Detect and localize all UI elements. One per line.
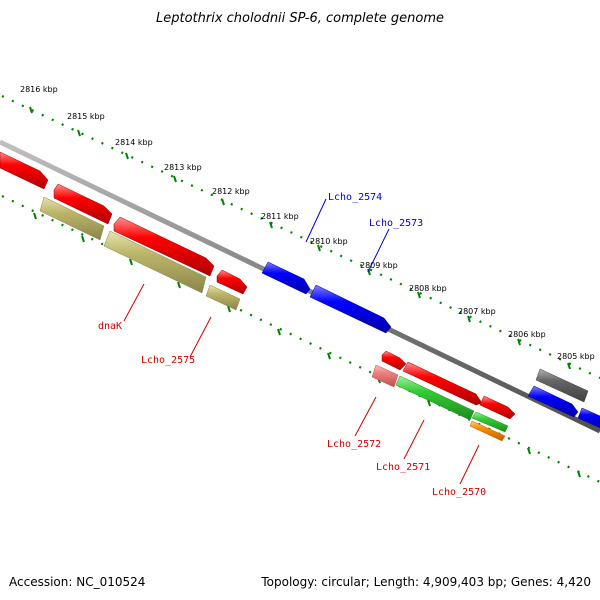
label-leaders xyxy=(123,198,480,485)
tick-label: 2806 kbp xyxy=(508,330,546,339)
gene-block[interactable] xyxy=(535,368,589,403)
genome-summary-text: Topology: circular; Length: 4,909,403 bp… xyxy=(260,575,591,589)
gene-label-lcho-2574[interactable]: Lcho_2574 xyxy=(328,192,382,203)
gene-features xyxy=(0,151,600,442)
gene-arrow[interactable] xyxy=(0,151,49,190)
gene-arrow[interactable] xyxy=(216,269,248,295)
gene-arrow[interactable] xyxy=(113,216,215,277)
gene-arrow[interactable] xyxy=(309,284,392,334)
gene-arrow[interactable] xyxy=(261,261,311,295)
gene-arrow[interactable] xyxy=(381,350,407,371)
gene-label-lcho-2570[interactable]: Lcho_2570 xyxy=(432,487,486,498)
gene-block[interactable] xyxy=(39,196,105,241)
gene-label-lcho-2572[interactable]: Lcho_2572 xyxy=(327,439,381,450)
gene-arrow[interactable] xyxy=(527,385,579,418)
gene-label-dnak[interactable]: dnaK xyxy=(98,321,122,332)
gene-label-lcho-2573[interactable]: Lcho_2573 xyxy=(369,218,423,229)
outer-major-ticks xyxy=(29,106,571,370)
gene-block[interactable] xyxy=(371,364,399,388)
gene-label-lcho-2571[interactable]: Lcho_2571 xyxy=(376,462,430,473)
tick-label: 2808 kbp xyxy=(409,284,447,293)
gene-block[interactable] xyxy=(469,420,506,442)
tick-label: 2813 kbp xyxy=(164,163,202,172)
gene-arrow[interactable] xyxy=(577,407,600,429)
tick-label: 2815 kbp xyxy=(67,112,105,121)
gene-arrow[interactable] xyxy=(479,395,516,420)
gene-label-lcho-2575[interactable]: Lcho_2575 xyxy=(141,355,195,366)
gene-block[interactable] xyxy=(471,411,509,433)
map-title: Leptothrix cholodnii SP-6, complete geno… xyxy=(156,11,444,26)
gene-arrow[interactable] xyxy=(53,183,113,225)
tick-label: 2810 kbp xyxy=(310,237,348,246)
tick-label: 2816 kbp xyxy=(20,85,58,94)
inner-tick-track xyxy=(1,195,600,483)
gene-block[interactable] xyxy=(205,284,241,311)
gene-block[interactable] xyxy=(103,230,207,294)
tick-label: 2807 kbp xyxy=(458,307,496,316)
gene-labels: Lcho_2574 Lcho_2573 dnaK Lcho_2575 Lcho_… xyxy=(98,192,486,498)
accession-text: Accession: NC_010524 xyxy=(9,575,145,589)
outer-tick-track xyxy=(1,95,600,379)
gene-block[interactable] xyxy=(395,375,475,421)
gene-arrow[interactable] xyxy=(402,361,483,406)
kbp-labels: 2816 kbp 2815 kbp 2814 kbp 2813 kbp 2812… xyxy=(20,85,595,361)
tick-label: 2814 kbp xyxy=(115,138,153,147)
tick-label: 2811 kbp xyxy=(261,212,299,221)
tick-label: 2809 kbp xyxy=(360,261,398,270)
tick-label: 2805 kbp xyxy=(557,352,595,361)
tick-label: 2812 kbp xyxy=(212,187,250,196)
